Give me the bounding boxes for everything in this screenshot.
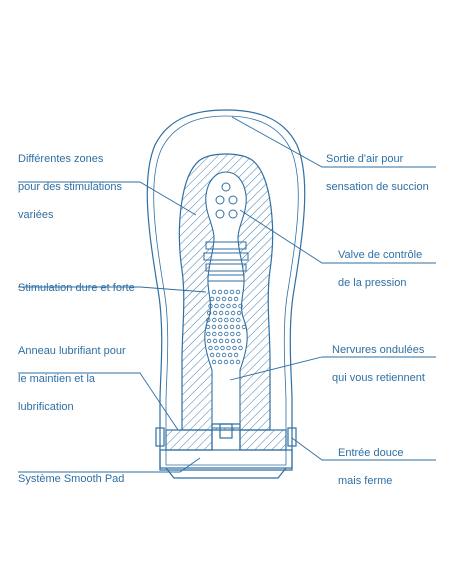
- dotted-nubs: [205, 289, 247, 365]
- nub-dot: [221, 352, 227, 358]
- nub-dot: [205, 324, 211, 330]
- nub-dot: [212, 317, 217, 323]
- nub-dot: [206, 331, 211, 337]
- label-valve: Valve de contrôle de la pression: [338, 234, 422, 304]
- nub-dot: [236, 338, 242, 344]
- nub-dot: [223, 289, 229, 295]
- nub-dot: [229, 289, 235, 295]
- label-anneau-line1: Anneau lubrifiant pour: [18, 345, 126, 357]
- nub-dot: [238, 345, 243, 351]
- leader-lines: [18, 116, 436, 473]
- top-holes: [215, 182, 238, 219]
- nub-dot: [206, 338, 212, 344]
- nub-dot: [230, 317, 235, 323]
- outer-shell: [146, 109, 306, 471]
- nub-dot: [226, 345, 231, 351]
- nub-dot: [230, 331, 235, 337]
- nub-dot: [229, 324, 235, 330]
- label-valve-line1: Valve de contrôle: [338, 249, 423, 261]
- nub-dot: [223, 359, 229, 365]
- nub-dot: [232, 345, 237, 351]
- nub-dot: [217, 324, 223, 330]
- nub-dot: [230, 338, 236, 344]
- base-ring: [155, 423, 297, 479]
- label-nervures-line2: qui vous retiennent: [332, 372, 425, 384]
- label-sortie-line1: Sortie d'air pour: [326, 153, 404, 165]
- nub-dot: [211, 324, 217, 330]
- nub-dot: [209, 296, 215, 302]
- label-valve-line2: de la pression: [338, 277, 407, 289]
- nub-dot: [224, 310, 230, 316]
- label-anneau-line2: le maintien et la: [18, 373, 96, 385]
- label-entree-line1: Entrée douce: [338, 447, 404, 459]
- nub-dot: [236, 331, 241, 337]
- label-zones-line2: pour des stimulations: [18, 181, 122, 193]
- nub-dot: [236, 310, 242, 316]
- nub-dot: [212, 310, 218, 316]
- nub-dot: [208, 303, 213, 309]
- nub-dot: [218, 310, 224, 316]
- label-entree-line2: mais ferme: [338, 475, 393, 487]
- label-nervures-line1: Nervures ondulées: [332, 344, 425, 356]
- nub-dot: [208, 345, 213, 351]
- label-sortie-line2: sensation de succion: [326, 181, 429, 193]
- nub-dot: [233, 352, 239, 358]
- label-anneau: Anneau lubrifiant pour le maintien et la…: [18, 330, 126, 428]
- nub-dot: [214, 303, 219, 309]
- nub-dot: [233, 296, 239, 302]
- nub-dot: [218, 338, 224, 344]
- label-stimulation: Stimulation dure et forte: [18, 267, 135, 309]
- label-pad: Système Smooth Pad: [18, 458, 124, 500]
- nub-dot: [220, 345, 225, 351]
- nub-dot: [224, 317, 229, 323]
- nub-dot: [227, 296, 233, 302]
- nub-dot: [217, 289, 223, 295]
- nub-dot: [224, 331, 229, 337]
- hard-ridges: [203, 241, 249, 282]
- nub-dot: [230, 310, 236, 316]
- nub-dot: [235, 359, 241, 365]
- nub-dot: [221, 296, 227, 302]
- nub-dot: [206, 310, 212, 316]
- label-sortie: Sortie d'air pour sensation de succion: [326, 138, 429, 208]
- nub-dot: [227, 352, 233, 358]
- label-nervures: Nervures ondulées qui vous retiennent: [332, 329, 425, 399]
- nub-dot: [236, 317, 241, 323]
- nub-dot: [235, 324, 241, 330]
- outer-shell-inner: [153, 115, 299, 466]
- label-zones-line3: variées: [18, 209, 54, 221]
- nub-dot: [232, 303, 237, 309]
- label-entree: Entrée douce mais ferme: [338, 432, 403, 502]
- nub-dot: [241, 324, 247, 330]
- nub-dot: [218, 317, 223, 323]
- nub-dot: [223, 324, 229, 330]
- nub-dot: [212, 338, 218, 344]
- nub-dot: [217, 359, 223, 365]
- nub-dot: [215, 296, 221, 302]
- nub-dot: [209, 352, 215, 358]
- label-stimulation-line1: Stimulation dure et forte: [18, 282, 135, 294]
- nub-dot: [235, 289, 241, 295]
- nub-dot: [206, 317, 211, 323]
- nub-dot: [238, 303, 243, 309]
- nub-dot: [212, 331, 217, 337]
- nub-dot: [224, 338, 230, 344]
- nub-dot: [226, 303, 231, 309]
- label-zones: Différentes zones pour des stimulations …: [18, 138, 122, 236]
- label-pad-line1: Système Smooth Pad: [18, 473, 125, 485]
- nub-dot: [215, 352, 221, 358]
- label-anneau-line3: lubrification: [18, 401, 74, 413]
- nub-dot: [211, 359, 217, 365]
- label-zones-line1: Différentes zones: [18, 153, 104, 165]
- nub-dot: [220, 303, 225, 309]
- nub-dot: [218, 331, 223, 337]
- nub-dot: [214, 345, 219, 351]
- nub-dot: [211, 289, 217, 295]
- nub-dot: [229, 359, 235, 365]
